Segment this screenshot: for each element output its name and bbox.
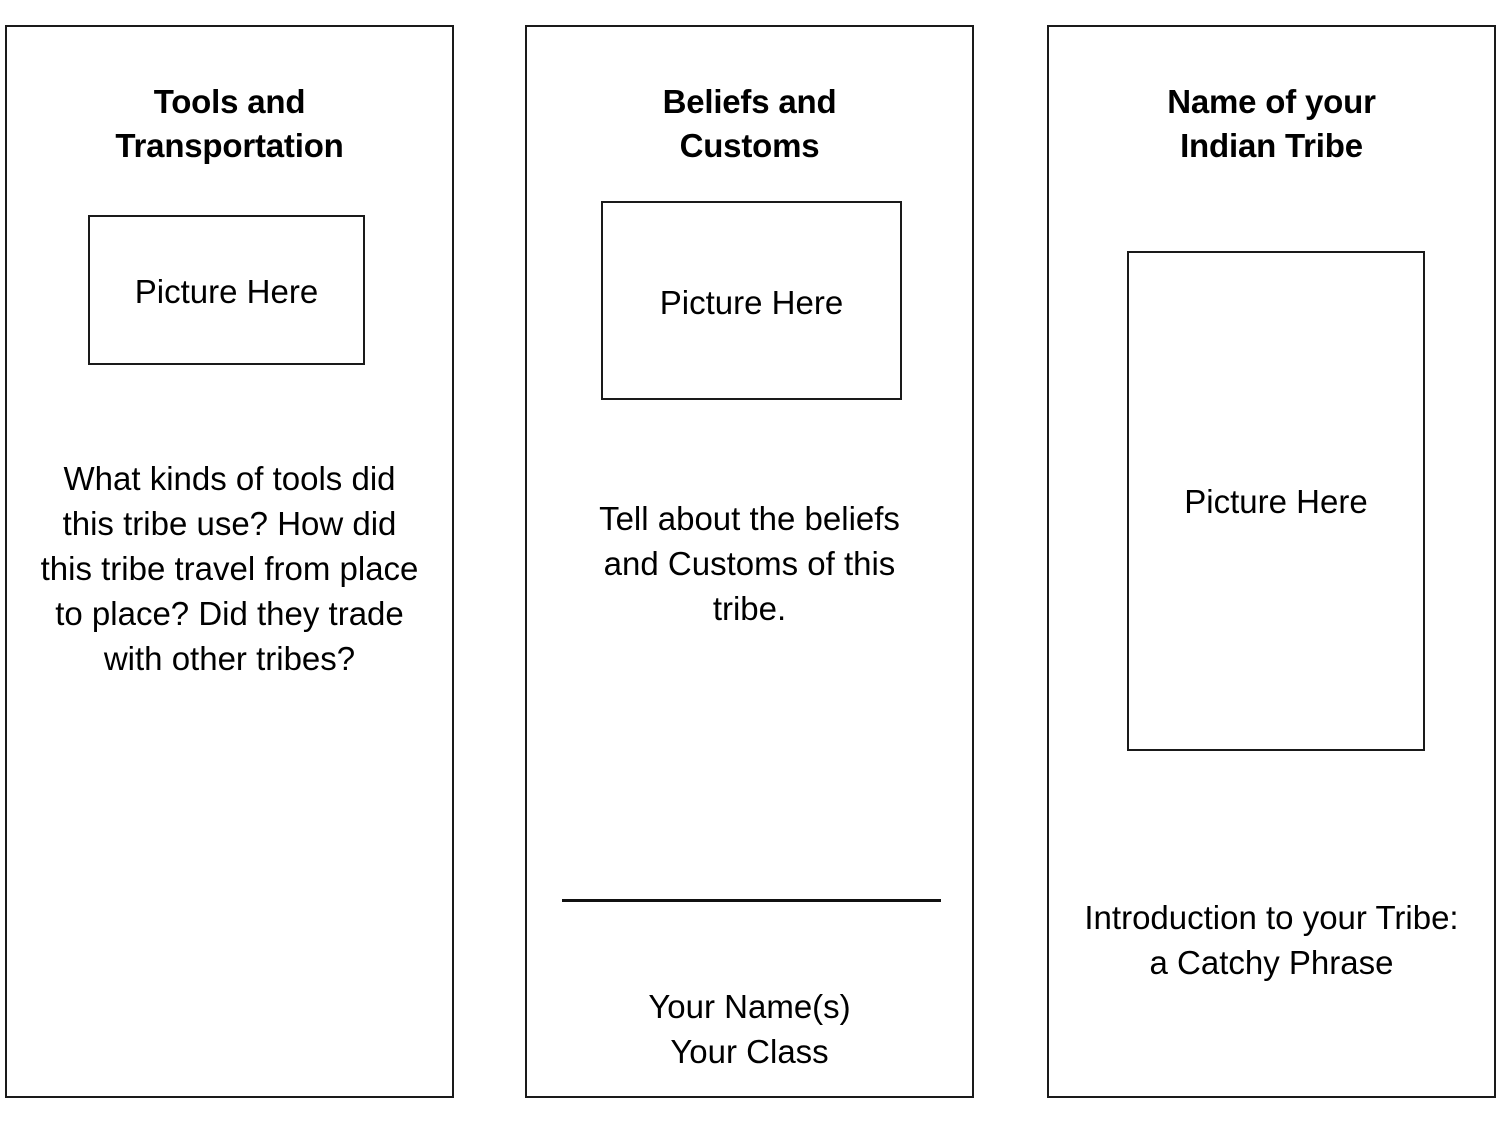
picture-placeholder-box-beliefs[interactable]: Picture Here	[601, 201, 902, 400]
picture-placeholder-label: Picture Here	[1184, 483, 1368, 520]
panel-body-text-beliefs: Tell about the beliefs and Customs of th…	[599, 500, 900, 627]
picture-placeholder-box-tribe[interactable]: Picture Here	[1127, 251, 1425, 751]
panel-heading-beliefs-and-customs: Beliefs and Customs	[662, 83, 837, 165]
panel-tools-and-transportation: Tools and Transportation Picture Here Wh…	[5, 25, 454, 1098]
signature-name-and-class: Your Name(s) Your Class	[648, 988, 851, 1070]
signature-rule-divider	[562, 899, 941, 902]
panel-name-of-your-indian-tribe: Name of your Indian Tribe Picture Here I…	[1047, 25, 1496, 1098]
panel-body-text-tribe-intro: Introduction to your Tribe: a Catchy Phr…	[1084, 899, 1459, 981]
panel-heading-name-of-your-indian-tribe: Name of your Indian Tribe	[1167, 83, 1376, 165]
picture-placeholder-label: Picture Here	[659, 283, 844, 321]
picture-placeholder-label: Picture Here	[134, 272, 319, 310]
panel-beliefs-and-customs: Beliefs and Customs Picture Here Tell ab…	[525, 25, 974, 1098]
panel-heading-tools-and-transportation: Tools and Transportation	[115, 83, 344, 165]
picture-placeholder-box-tools[interactable]: Picture Here	[88, 215, 365, 365]
panel-body-text-tools: What kinds of tools did this tribe use? …	[40, 460, 419, 677]
